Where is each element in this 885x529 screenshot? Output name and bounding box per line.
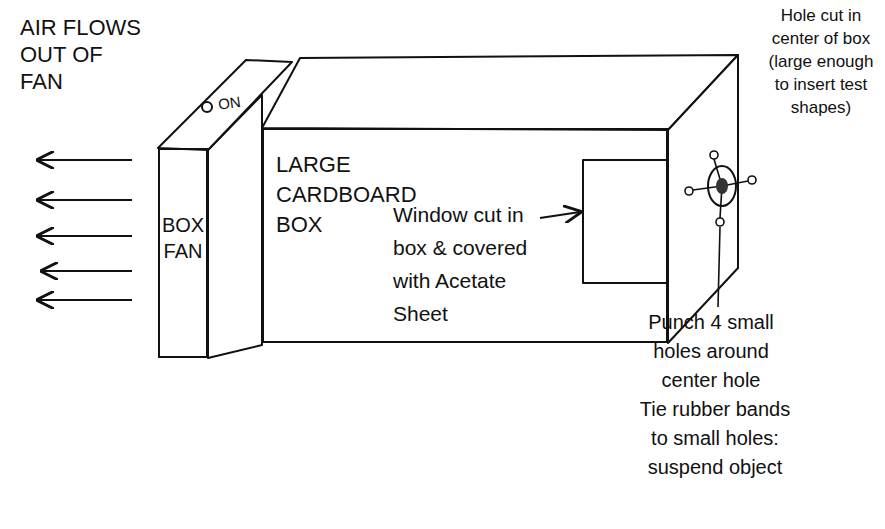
- leader-arrow: [540, 212, 580, 218]
- fan-switch: [202, 102, 212, 112]
- box-label: BOX FAN: [160, 212, 206, 264]
- suspended-object: [716, 178, 728, 194]
- airflow-arrow: [38, 159, 132, 161]
- box-top-face: [262, 55, 738, 130]
- airflow-arrow: [42, 270, 132, 272]
- cardboard-box-face: LARGE CARDBOARD BOX: [262, 128, 668, 343]
- small-hole: [685, 187, 693, 195]
- small-hole: [710, 151, 718, 159]
- window-note: Window cut in box & covered with Acetate…: [393, 198, 543, 330]
- airflow-note: AIR FLOWS OUT OF FAN: [20, 14, 145, 95]
- punch-note: Punch 4 small holes around center hole: [636, 308, 786, 395]
- center-hole: [708, 166, 736, 206]
- fan-front-face: BOX FAN: [158, 148, 208, 358]
- leader-line: [718, 227, 720, 307]
- hole-note: Hole cut in center of box (large enough …: [762, 4, 880, 119]
- acetate-window: [583, 160, 668, 283]
- airflow-arrow: [38, 235, 132, 237]
- fan-top-face: [158, 60, 292, 150]
- band-note: Tie rubber bands to small holes: suspend…: [630, 395, 800, 482]
- box-label: LARGE CARDBOARD BOX: [276, 150, 421, 240]
- airflow-arrow: [38, 199, 132, 201]
- small-hole: [748, 176, 756, 184]
- small-hole: [716, 218, 724, 226]
- box-end-face: [668, 55, 738, 343]
- airflow-arrow: [38, 299, 132, 301]
